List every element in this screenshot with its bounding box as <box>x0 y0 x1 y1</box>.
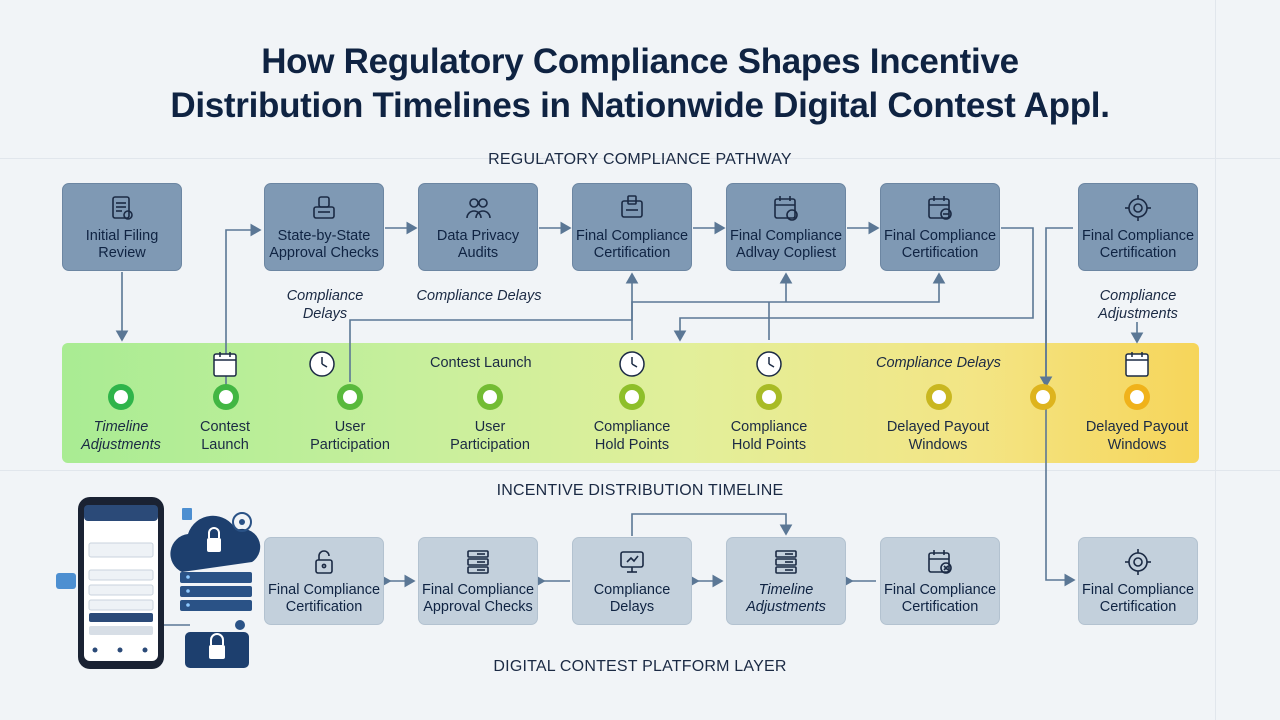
approval-icon <box>309 193 339 223</box>
box-initial-filing: Initial Filing Review <box>62 183 182 271</box>
band-note-compliance-delays: Compliance Delays <box>876 355 1001 371</box>
timeline-node-label: User Participation <box>450 419 530 453</box>
calendar-icon <box>771 193 801 223</box>
server-icon <box>463 547 493 577</box>
arrow-bottom-loop <box>631 513 793 536</box>
calendar-check-icon <box>925 193 955 223</box>
timeline-node-label: Delayed Payout Windows <box>1085 419 1189 453</box>
timeline-node-label: Timeline Adjustments <box>81 419 161 453</box>
box-final-adlvay: Final Compliance Adlvay Copliest <box>726 183 846 271</box>
clock-icon <box>756 351 782 377</box>
calendar-icon <box>1125 352 1149 377</box>
timeline-node-label: Compliance Hold Points <box>593 419 671 453</box>
timeline-node-center <box>1036 390 1050 404</box>
arrow-launch-to-approval <box>225 223 262 385</box>
box-bottom-certification-3: Final Compliance Certification <box>1078 537 1198 625</box>
clock-icon <box>619 351 645 377</box>
timeline-node-center <box>483 390 497 404</box>
section-label-platform: DIGITAL CONTEST PLATFORM LAYER <box>493 658 787 675</box>
timeline-node-label: User Participation <box>310 419 390 453</box>
note-compliance-delays-1: Compliance Delays <box>286 288 364 322</box>
box-bottom-certification-1: Final Compliance Certification <box>264 537 384 625</box>
band-note-contest-launch: Contest Launch <box>430 355 532 371</box>
users-icon <box>463 193 493 223</box>
timeline-node-label: Contest Launch <box>200 419 250 453</box>
box-bottom-timeline-adjustments: Timeline Adjustments <box>726 537 846 625</box>
note-compliance-adjustments: Compliance Adjustments <box>1098 288 1178 322</box>
certificate-icon <box>617 193 647 223</box>
timeline-node-center <box>114 390 128 404</box>
timeline-node-center <box>625 390 639 404</box>
arrow-participation-to-cert <box>349 272 639 382</box>
page-title-line-2: Distribution Timelines in Nationwide Dig… <box>170 86 1110 125</box>
page-title-line-1: How Regulatory Compliance Shapes Incenti… <box>261 42 1019 81</box>
timeline-node-center <box>932 390 946 404</box>
timeline-node-label: Delayed Payout Windows <box>886 419 990 453</box>
timeline-node-center <box>762 390 776 404</box>
server-icon <box>771 547 801 577</box>
gear-icon <box>1123 193 1153 223</box>
timeline-node-center <box>1130 390 1144 404</box>
calendar-x-icon <box>925 547 955 577</box>
note-compliance-delays-2: Compliance Delays <box>416 288 542 304</box>
arrow-cert-loop <box>673 227 1034 342</box>
box-bottom-approval-checks: Final Compliance Approval Checks <box>418 537 538 625</box>
section-label-timeline: INCENTIVE DISTRIBUTION TIMELINE <box>496 482 784 499</box>
phone-illustration <box>56 497 164 669</box>
box-bottom-compliance-delays: Compliance Delays <box>572 537 692 625</box>
document-icon <box>107 193 137 223</box>
box-final-certification-2: Final Compliance Certification <box>880 183 1000 271</box>
calendar-icon <box>213 352 237 377</box>
box-final-certification-1: Final Compliance Certification <box>572 183 692 271</box>
monitor-icon <box>617 547 647 577</box>
box-bottom-certification-2: Final Compliance Certification <box>880 537 1000 625</box>
timeline-node-center <box>219 390 233 404</box>
cloud-server-illustration <box>170 508 261 668</box>
section-label-compliance: REGULATORY COMPLIANCE PATHWAY <box>488 151 792 168</box>
box-data-privacy: Data Privacy Audits <box>418 183 538 271</box>
timeline-node-label: Compliance Hold Points <box>730 419 808 453</box>
lock-icon <box>309 547 339 577</box>
clock-icon <box>309 351 335 377</box>
box-final-certification-3: Final Compliance Certification <box>1078 183 1198 271</box>
timeline-node-center <box>343 390 357 404</box>
gear-icon <box>1123 547 1153 577</box>
box-state-approval: State-by-State Approval Checks <box>264 183 384 271</box>
